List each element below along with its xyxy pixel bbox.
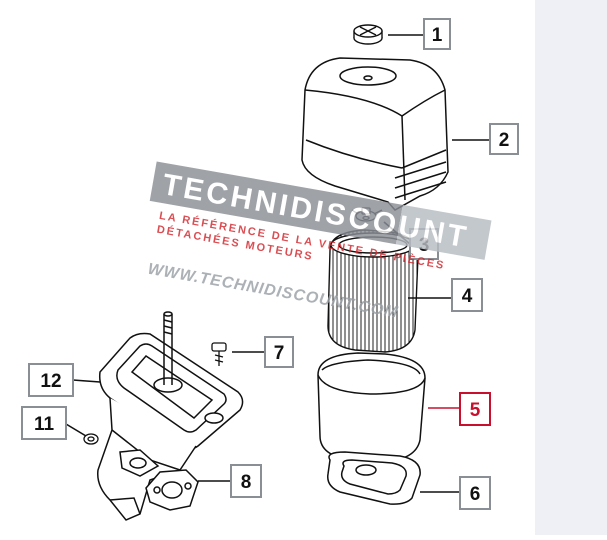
callout-label-2: 2: [499, 130, 510, 151]
pleated-filter-drawing: [327, 229, 419, 353]
callout-4[interactable]: 4: [451, 278, 483, 312]
callout-7[interactable]: 7: [264, 336, 294, 368]
watermark-logo-band: [149, 161, 403, 245]
exploded-parts-diagram: 1 2 3 4 5 6 7: [21, 18, 519, 521]
callout-5[interactable]: 5: [459, 392, 491, 426]
callout-2[interactable]: 2: [489, 123, 519, 155]
callout-label-7: 7: [274, 343, 285, 364]
callout-12[interactable]: 12: [28, 363, 74, 397]
leader-lines: [65, 34, 490, 493]
leader-line-12: [72, 379, 101, 383]
callout-label-4: 4: [462, 286, 473, 307]
callout-6[interactable]: 6: [459, 476, 491, 510]
side-panel: [535, 0, 607, 535]
watermark: TECHNIDISCOUNT LA RÉFÉRENCE DE LA VENTE …: [146, 161, 492, 322]
callout-11[interactable]: 11: [21, 406, 67, 440]
callout-label-1: 1: [432, 25, 443, 46]
air-filter-cover-drawing: [301, 57, 449, 211]
leader-line-11: [65, 423, 87, 437]
air-filter-knob-drawing: [353, 24, 383, 45]
watermark-logo-band-fade: [395, 204, 492, 260]
callout-label-12: 12: [40, 371, 61, 392]
callout-label-11: 11: [34, 414, 55, 435]
nut-drawing: [83, 433, 99, 445]
gasket-drawing: [145, 469, 199, 511]
screw-drawing: [211, 342, 227, 366]
filter-base-drawing: [97, 311, 244, 521]
callout-1[interactable]: 1: [423, 18, 451, 50]
filter-seal-drawing: [327, 451, 421, 505]
callout-8[interactable]: 8: [230, 464, 262, 498]
callout-label-8: 8: [241, 472, 252, 493]
callout-label-6: 6: [470, 484, 481, 505]
callout-label-5: 5: [470, 400, 481, 421]
foam-pre-filter-drawing: [317, 352, 426, 463]
